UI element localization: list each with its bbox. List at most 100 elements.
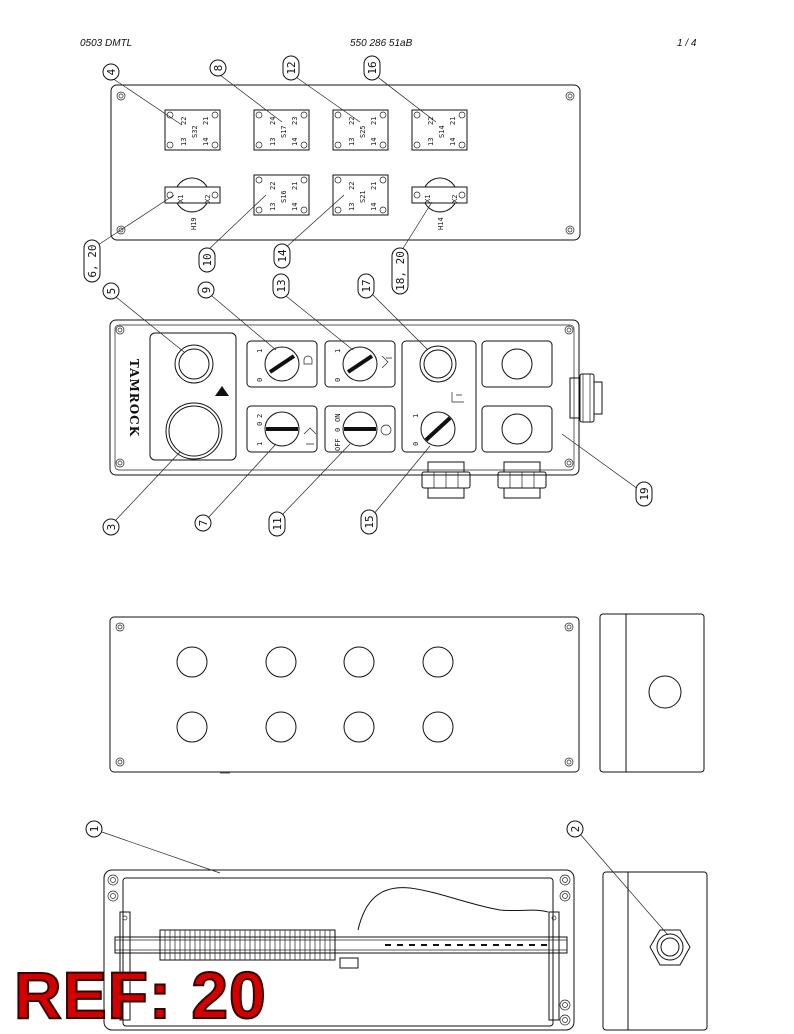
cb6-n13: 13	[348, 203, 356, 211]
cb5-n14: 14	[291, 203, 299, 211]
cb2-n13: 13	[269, 138, 277, 146]
hole-panel	[109, 616, 580, 774]
sw11-lbl-on: ON	[334, 414, 342, 422]
callout-6-20: 6, 20	[83, 239, 101, 283]
cb3-n22: 22	[348, 117, 356, 125]
header-center: 550 286 51aB	[350, 38, 413, 49]
callout-19: 19	[635, 481, 653, 507]
cb5-id: S16	[280, 190, 288, 203]
sw15-lbl1: 1	[412, 414, 420, 418]
cb5-n13: 13	[269, 203, 277, 211]
svg-text:6, 20: 6, 20	[86, 244, 99, 277]
sw11-lbl-off: OFF	[334, 438, 342, 451]
cb1-n22: 22	[180, 117, 188, 125]
svg-text:8: 8	[212, 65, 225, 72]
cb1-n14: 14	[202, 138, 210, 146]
cb4-n14: 14	[449, 138, 457, 146]
h19-x2: X2	[204, 195, 212, 203]
cb6-n14: 14	[370, 203, 378, 211]
contact-block-s25: 13 22 S25 14 21	[332, 109, 389, 151]
pump-symbol-icon	[380, 424, 392, 436]
cb2-n24: 24	[269, 117, 277, 125]
contact-block-s21: 13 22 S21 14 21	[332, 174, 389, 216]
callout-8: 8	[209, 59, 227, 77]
cb6-id: S21	[359, 190, 367, 203]
svg-text:17: 17	[360, 279, 373, 292]
lamp-h19: X1 X2 H19	[164, 177, 221, 230]
brand-logo: TAMROCK	[127, 359, 141, 437]
callout-13: 13	[272, 273, 290, 299]
svg-text:14: 14	[276, 249, 289, 263]
sw15-lbl0: 0	[412, 442, 420, 446]
contact-block-s32: 13 22 S32 14 21	[164, 109, 221, 151]
callout-4: 4	[102, 63, 120, 81]
cb6-n21: 21	[370, 182, 378, 190]
callout-5: 5	[102, 282, 120, 300]
sw7-lbl1: 1	[256, 442, 264, 446]
warning-triangle-icon	[215, 386, 229, 396]
callout-10: 10	[198, 247, 216, 273]
callout-17: 17	[357, 273, 375, 299]
callout-18-20: 18, 20	[391, 247, 409, 295]
cb1-n13: 13	[180, 138, 188, 146]
feed-symbol-icon	[303, 427, 317, 445]
callout-2: 2	[566, 820, 584, 838]
callout-11: 11	[268, 511, 286, 537]
side-view-upper	[599, 613, 705, 773]
top-panel: 13 22 S32 14 21 13 24 S17 14 23 13 22 S2…	[83, 55, 581, 295]
lamp-h14: X1 X2 H14	[411, 177, 468, 230]
cb4-n22: 22	[427, 117, 435, 125]
svg-text:5: 5	[105, 288, 118, 295]
cb1-n21: 21	[202, 117, 210, 125]
sw9-lbl1: 1	[256, 349, 264, 353]
cb4-n21: 21	[449, 117, 457, 125]
svg-text:16: 16	[366, 61, 379, 74]
cb2-id: S17	[280, 125, 288, 138]
enclosure-interior	[103, 869, 575, 1031]
sw7-lbl0: 0	[256, 422, 264, 426]
svg-text:2: 2	[569, 826, 582, 833]
cb5-n22: 22	[269, 182, 277, 190]
sw13-lbl0: 0	[334, 378, 342, 382]
sw11-lbl0: 0	[334, 428, 342, 432]
cb3-id: S25	[359, 125, 367, 138]
svg-text:4: 4	[105, 68, 118, 75]
cb2-n23: 23	[291, 117, 299, 125]
cb3-n14: 14	[370, 138, 378, 146]
header-right: 1 / 4	[677, 38, 697, 49]
tool-symbol-icon	[451, 392, 464, 403]
svg-text:3: 3	[105, 524, 118, 531]
side-view-lower	[602, 871, 708, 1031]
callout-16: 16	[363, 55, 381, 81]
ref-label: REF: 20	[13, 958, 267, 1032]
cb3-n13: 13	[348, 138, 356, 146]
svg-text:10: 10	[201, 253, 214, 266]
contact-block-s16: 13 22 S16 14 21	[253, 174, 310, 216]
h14-id: H14	[437, 217, 445, 230]
svg-text:12: 12	[285, 61, 298, 74]
callout-14: 14	[273, 243, 291, 269]
callout-15: 15	[360, 509, 378, 535]
cb1-id: S32	[191, 125, 199, 138]
h14-x1: X1	[424, 195, 432, 203]
svg-text:19: 19	[638, 487, 651, 500]
svg-text:13: 13	[275, 279, 288, 292]
machine-symbol-icon	[381, 355, 392, 369]
cb2-n14: 14	[291, 138, 299, 146]
sw9-lbl0: 0	[256, 378, 264, 382]
header-left: 0503 DMTL	[80, 38, 133, 49]
svg-text:15: 15	[363, 515, 376, 528]
cb5-n21: 21	[291, 182, 299, 190]
front-panel: TAMROCK 0 1 0 1 1 0 2 OFF 0	[102, 273, 653, 537]
sw13-lbl1: 1	[334, 349, 342, 353]
cb3-n21: 21	[370, 117, 378, 125]
svg-text:18, 20: 18, 20	[394, 251, 407, 291]
svg-text:9: 9	[200, 287, 213, 294]
callout-9: 9	[197, 281, 215, 299]
svg-text:7: 7	[197, 520, 210, 527]
lamp-symbol-icon	[303, 355, 313, 365]
callout-12: 12	[282, 55, 300, 81]
h14-x2: X2	[451, 195, 459, 203]
svg-text:1: 1	[88, 826, 101, 833]
